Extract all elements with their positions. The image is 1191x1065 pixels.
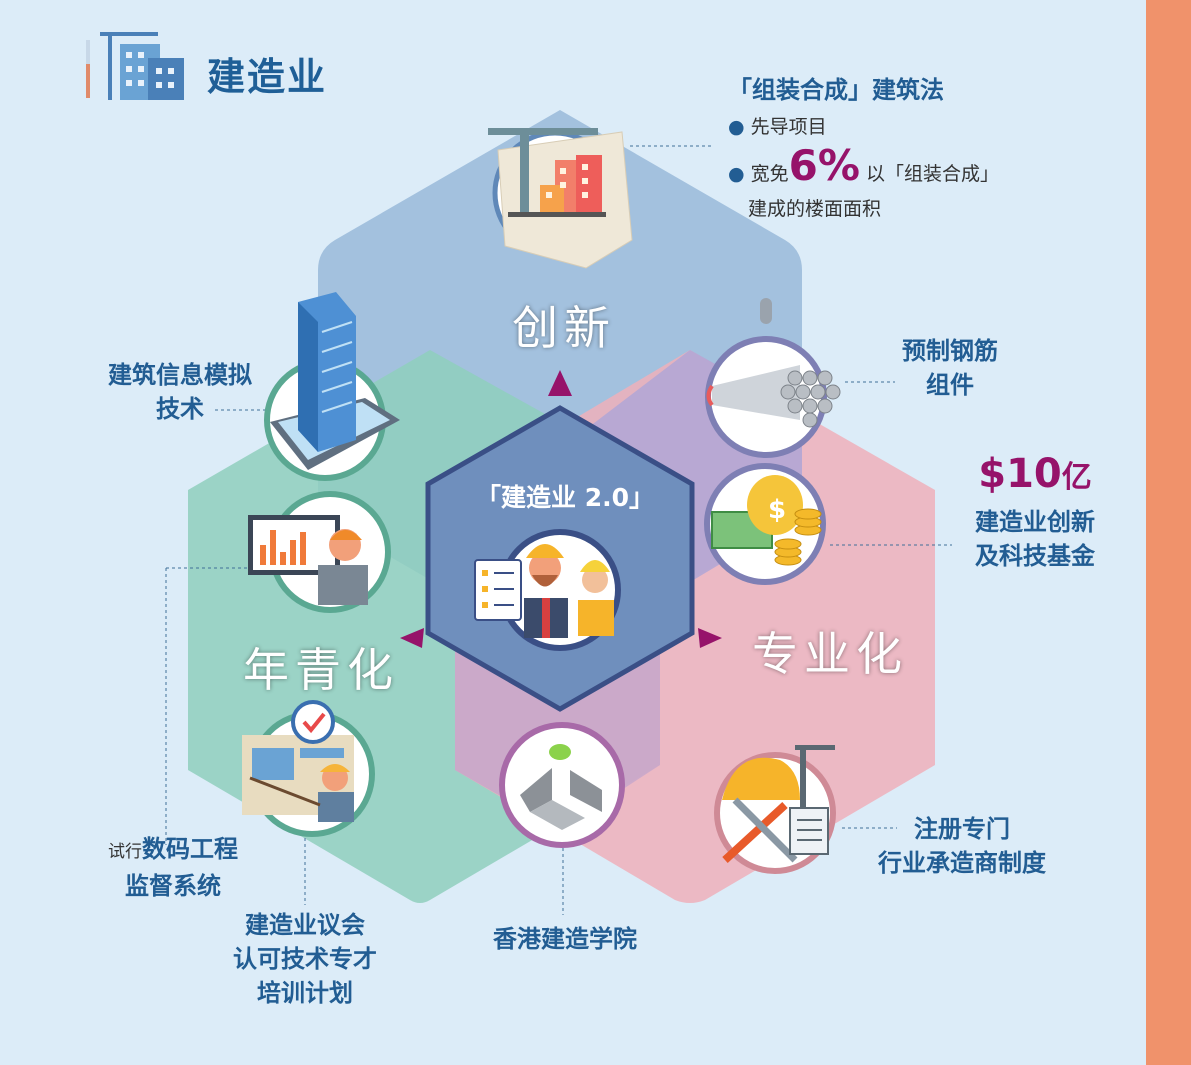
cic-line-2: 认可技术专才 (233, 945, 377, 973)
fund-line-2: 及科技基金 (975, 542, 1095, 570)
helmet-tools-icon (714, 745, 836, 874)
bim-building-icon (264, 292, 400, 481)
construction-building-icon (86, 32, 184, 100)
mic-six-percent: 6% (788, 141, 860, 190)
training-presentation-icon (242, 700, 375, 837)
prefab-label: 预制钢筋 组件 (880, 334, 1020, 402)
monitor-chart-icon (248, 491, 391, 613)
arrow-up-icon (548, 370, 572, 396)
professional-label: 专业化 (752, 627, 908, 681)
bim-line-2: 技术 (156, 395, 204, 423)
arrow-left-icon (400, 628, 424, 648)
dwss-pre: 试行 (108, 842, 142, 862)
cic-line-1: 建造业议会 (245, 911, 365, 939)
mic-bullet-2: ● 宽免6% 以「组装合成」 (728, 141, 1000, 190)
cic-label: 建造业议会 认可技术专才 培训计划 (210, 908, 400, 1010)
mic-heading: 「组装合成」建筑法 (728, 76, 944, 104)
modular-building-icon (488, 128, 633, 269)
academy-logo-icon (499, 722, 625, 848)
dwss-line-2: 监督系统 (125, 872, 221, 900)
mic-bullet-2-post: 以「组装合成」 (866, 163, 1000, 185)
mic-bullet-2-line2: 建成的楼面面积 (748, 198, 882, 220)
fund-unit: 亿 (1061, 460, 1092, 495)
contractor-label: 注册专门 行业承造商制度 (852, 812, 1072, 880)
fund-line-1: 建造业创新 (975, 508, 1095, 536)
dwss-label: 试行数码工程 监督系统 (88, 832, 258, 903)
bim-line-1: 建筑信息模拟 (108, 361, 252, 389)
connector-lines (165, 145, 952, 915)
side-accent-bar (1146, 0, 1191, 1065)
page-title: 建造业 (207, 55, 328, 99)
bim-label: 建筑信息模拟 技术 (90, 358, 270, 426)
steel-rebar-icon (705, 298, 841, 458)
contractor-line-2: 行业承造商制度 (878, 849, 1046, 877)
center-title: 「建造业 2.0」 (476, 483, 654, 512)
svg-text:$: $ (768, 495, 786, 525)
cic-line-3: 培训计划 (257, 979, 353, 1007)
innovation-label: 创新 (512, 301, 616, 355)
fund-amount: $10 (978, 451, 1062, 497)
arrow-right-icon (698, 628, 722, 648)
youth-label: 年青化 (243, 643, 399, 697)
mic-bullet-1: ● 先导项目 (728, 116, 827, 138)
mic-bullet-1-text: 先导项目 (750, 116, 827, 138)
contractor-line-1: 注册专门 (914, 815, 1010, 843)
dwss-line-1: 数码工程 (142, 835, 238, 863)
fund-label: $10亿 建造业创新 及科技基金 (955, 448, 1115, 573)
workers-with-checklist-icon (474, 529, 621, 651)
mic-bullet-2-pre: 宽免 (750, 163, 789, 185)
prefab-line-1: 预制钢筋 (902, 337, 998, 365)
fund-amount-row: $10亿 (955, 448, 1115, 505)
prefab-line-2: 组件 (926, 371, 974, 399)
dwss-row-1: 试行数码工程 (88, 832, 258, 869)
academy-label: 香港建造学院 (493, 925, 637, 953)
money-bag-icon: $ (704, 463, 826, 585)
